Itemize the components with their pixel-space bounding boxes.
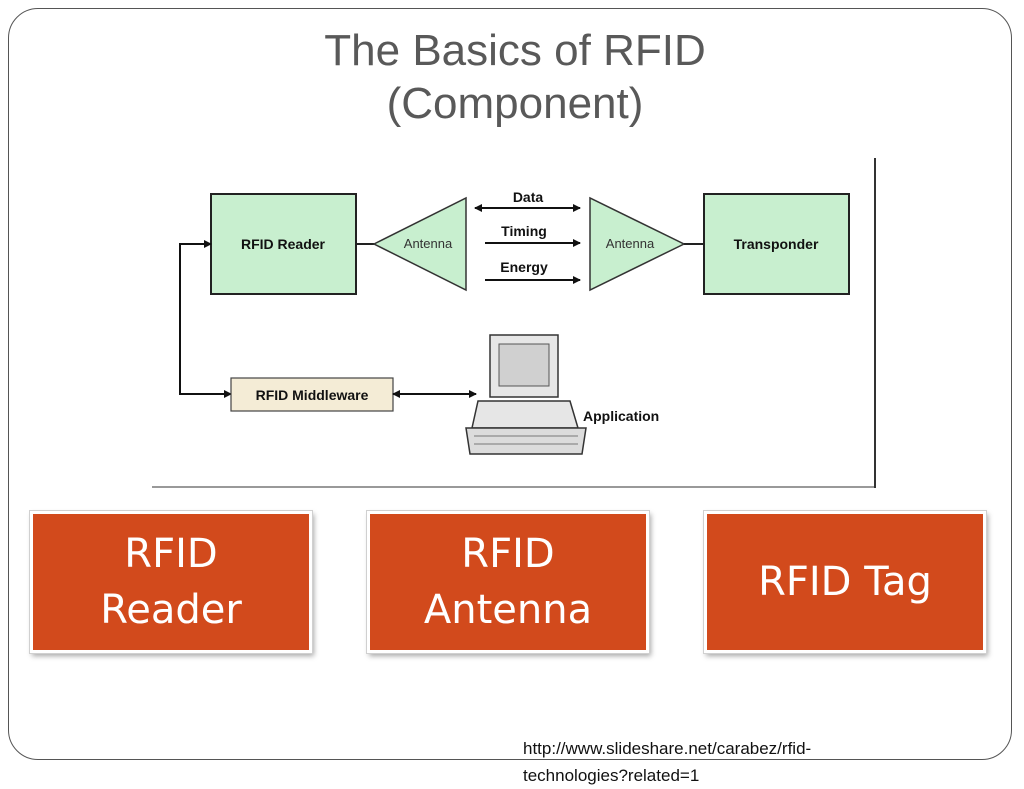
source-link[interactable]: http://www.slideshare.net/carabez/rfid- …: [523, 735, 811, 789]
data-label: Data: [513, 189, 544, 205]
rfid-tag-box-line1: RFID Tag: [758, 559, 932, 605]
source-link-line2[interactable]: technologies?related=1: [523, 766, 700, 785]
computer-icon: [465, 334, 587, 455]
rfid-reader-block: [210, 193, 357, 295]
antenna-right-shape: [589, 196, 686, 292]
antenna-right-label: Antenna: [606, 236, 655, 251]
energy-label: Energy: [500, 259, 548, 275]
middleware-label: RFID Middleware: [256, 387, 369, 403]
transponder-label: Transponder: [734, 236, 819, 252]
application-label: Application: [583, 408, 659, 424]
transponder-block: [703, 193, 850, 295]
rfid-reader-box: RFID Reader: [30, 511, 312, 653]
title-line-1: The Basics of RFID: [324, 26, 706, 75]
antenna-left-shape: [372, 196, 467, 292]
source-link-line1[interactable]: http://www.slideshare.net/carabez/rfid-: [523, 739, 812, 758]
rfid-antenna-box-line1: RFID: [461, 531, 555, 577]
rfid-antenna-box: RFID Antenna: [367, 511, 649, 653]
slide-title: The Basics of RFID (Component): [200, 24, 830, 130]
rfid-reader-box-line1: RFID: [124, 531, 218, 577]
rfid-antenna-box-line2: Antenna: [423, 587, 593, 633]
rfid-reader-box-line2: Reader: [100, 587, 242, 633]
rfid-component-diagram: RFID Reader Antenna Data Timing Energy A…: [152, 158, 876, 488]
timing-label: Timing: [501, 223, 547, 239]
middleware-block: [230, 377, 394, 412]
rfid-reader-label: RFID Reader: [241, 236, 326, 252]
rfid-tag-box: RFID Tag: [704, 511, 986, 653]
slide-frame: [8, 8, 1012, 760]
antenna-left-label: Antenna: [404, 236, 453, 251]
title-line-2: (Component): [386, 79, 644, 128]
